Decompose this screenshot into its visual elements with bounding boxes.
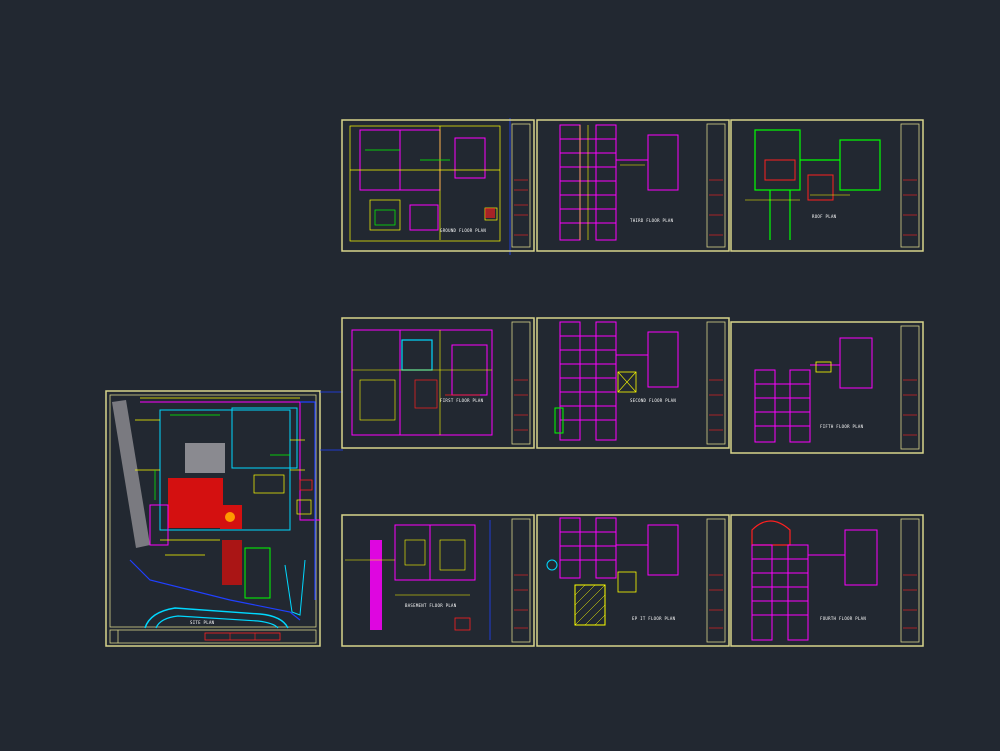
sheet-inner-frame (109, 394, 317, 628)
sheet-frame (730, 514, 924, 647)
sheet-title: GROUND FLOOR PLAN (440, 228, 486, 233)
wing-outline (231, 407, 298, 469)
magenta-ramp (370, 540, 382, 630)
parking-block (244, 547, 271, 599)
sheet-r2c1-first-floor[interactable]: FIRST FLOOR PLAN (341, 317, 535, 449)
title-block (511, 321, 531, 445)
title-block (706, 321, 726, 445)
plan-walls (394, 524, 476, 581)
title-block (706, 518, 726, 643)
lift-box (617, 371, 637, 393)
site-boundary (140, 401, 320, 521)
site-green-lines (154, 414, 290, 500)
sheet-frame (536, 514, 730, 647)
annex-outline (149, 504, 169, 546)
ramp-outline (284, 559, 306, 616)
site-dimensions (135, 397, 312, 556)
sheet-r1c1-ground-floor[interactable]: GROUND FLOOR PLAN (341, 119, 535, 252)
apartment-stack (559, 517, 679, 579)
sheet-r3c2-ep-it-floor[interactable]: EP IT FLOOR PLAN (536, 514, 730, 647)
title-block-red-box (204, 632, 281, 641)
roof-feature (751, 520, 791, 546)
site-marker-red (299, 479, 313, 491)
sheet-title-site: SITE PLAN (190, 620, 215, 625)
sheet-connectors (320, 118, 511, 451)
driveway-inner (155, 615, 279, 629)
sheet-title: BASEMENT FLOOR PLAN (405, 603, 457, 608)
sheet-title: FIFTH FLOOR PLAN (820, 424, 864, 429)
title-block (511, 518, 531, 643)
sheet-title: FOURTH FLOOR PLAN (820, 616, 866, 621)
apartment-stack (751, 529, 878, 641)
sheet-r3c1-basement[interactable]: BASEMENT FLOOR PLAN (341, 514, 535, 647)
sheet-frame (536, 119, 730, 252)
sheet-frame (341, 119, 535, 252)
red-block-main (168, 478, 223, 528)
sheet-frame (536, 317, 730, 449)
sheet-title: THIRD FLOOR PLAN (630, 218, 674, 223)
sheet-r1c3-roof[interactable]: ROOF PLAN (730, 119, 924, 252)
title-block (109, 629, 317, 644)
title-block (900, 123, 920, 248)
sheet-r2c3-fifth-floor[interactable]: FIFTH FLOOR PLAN (730, 321, 924, 454)
sheet-title: SECOND FLOOR PLAN (630, 398, 676, 403)
title-block (900, 518, 920, 643)
sheet-title: ROOF PLAN (812, 214, 837, 219)
sheet-site-plan[interactable]: SITE PLAN (105, 390, 321, 647)
driveway-outer (144, 607, 289, 629)
red-parking (222, 540, 242, 585)
sheet-frame (730, 119, 924, 252)
sheet-frame (105, 390, 321, 647)
sheet-title: FIRST FLOOR PLAN (440, 398, 484, 403)
feature-circle (225, 512, 235, 522)
roof-red (764, 159, 796, 181)
sheet-r2c2-second-floor[interactable]: SECOND FLOOR PLAN (536, 317, 730, 449)
plan-green (365, 149, 450, 226)
sheet-frame (730, 321, 924, 454)
sheet-title: EP IT FLOOR PLAN (632, 616, 676, 621)
site-boundary-blue (129, 559, 301, 621)
apartment-stack (754, 337, 873, 443)
hatched-road-strip (112, 400, 150, 548)
title-block (900, 325, 920, 450)
site-boundary-east (300, 401, 316, 600)
title-block (706, 123, 726, 248)
sheet-r3c3-fourth-floor[interactable]: FOURTH FLOOR PLAN (730, 514, 924, 647)
sheet-frame (341, 317, 535, 449)
sheet-frame (341, 514, 535, 647)
grey-courtyard (185, 443, 225, 473)
plan-details (349, 125, 501, 242)
red-marker (485, 208, 495, 218)
sheet-r1c2-third-floor[interactable]: THIRD FLOOR PLAN (536, 119, 730, 252)
roof-outline (754, 129, 881, 240)
apartment-stack (559, 321, 679, 441)
title-block (511, 123, 531, 248)
